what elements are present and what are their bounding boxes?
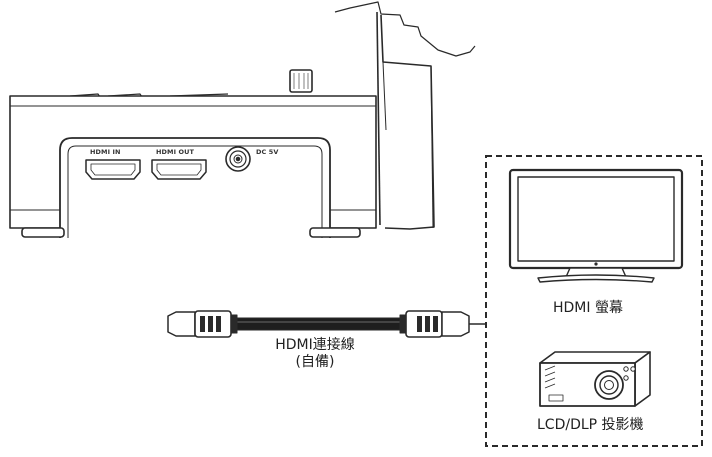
hdmi-cable bbox=[167, 310, 486, 338]
projector-icon bbox=[539, 351, 651, 407]
port-label-hdmi-out: HDMI OUT bbox=[156, 148, 195, 156]
document-camera-device bbox=[9, 1, 476, 238]
cable-label: HDMI連接線 bbox=[275, 337, 355, 353]
cable-label-group: HDMI連接線 (自備) bbox=[260, 337, 370, 371]
output-devices-box bbox=[485, 155, 703, 447]
hdmi-connector-left bbox=[167, 310, 238, 338]
monitor-label: HDMI 螢幕 bbox=[553, 300, 623, 316]
port-label-dc: DC 5V bbox=[256, 148, 279, 156]
cable-note: (自備) bbox=[295, 354, 335, 370]
monitor-icon bbox=[508, 168, 684, 283]
projector-label: LCD/DLP 投影機 bbox=[537, 417, 644, 433]
hdmi-connector-right bbox=[399, 310, 470, 338]
port-label-hdmi-in: HDMI IN bbox=[90, 148, 121, 156]
